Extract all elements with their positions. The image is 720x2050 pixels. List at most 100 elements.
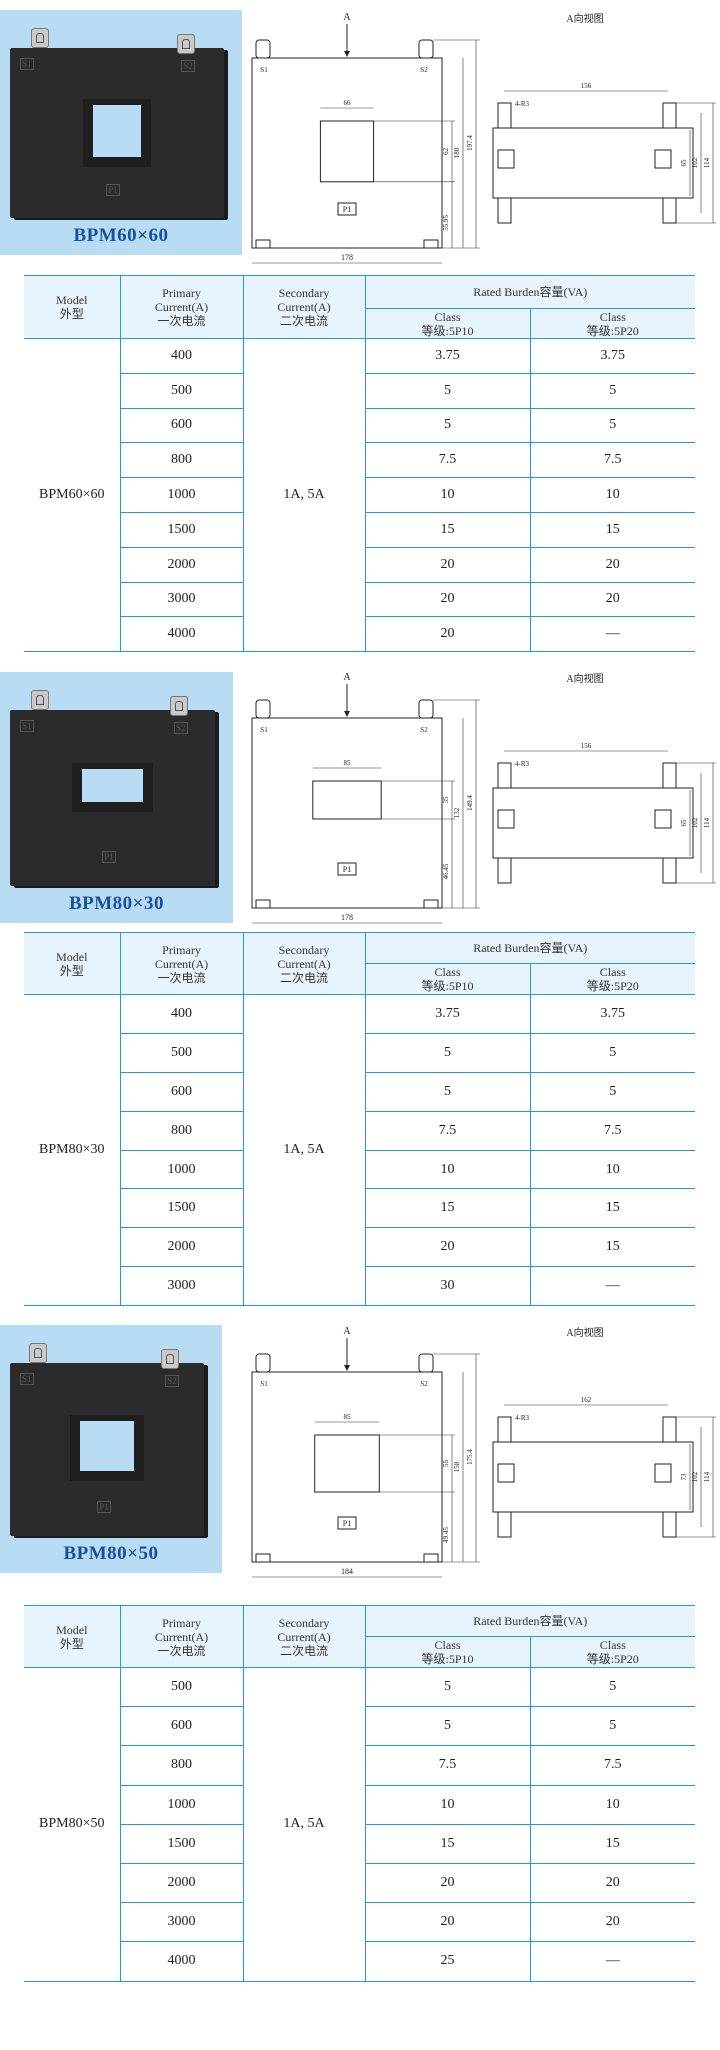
- terminal-icon: [418, 699, 434, 719]
- primary-current-cell: 1500: [120, 1188, 244, 1229]
- burden-5p20-cell: 10: [529, 1149, 696, 1190]
- burden-5p10-cell: 30: [364, 1266, 531, 1307]
- side-width-label: 156: [581, 742, 592, 750]
- foot-icon: [423, 899, 439, 909]
- burden-5p10-cell: 15: [364, 511, 531, 548]
- terminal-icon: [255, 39, 271, 59]
- header-class-5p20-text: 等级:5P20: [586, 323, 639, 338]
- burden-5p10-cell: 20: [364, 581, 531, 618]
- header-model-text: 外型: [59, 963, 84, 978]
- inner-height-label: 132: [453, 807, 461, 818]
- p1-box: [337, 202, 357, 216]
- header-class-5p20-text: 等级:5P20: [586, 979, 639, 993]
- model-cell: BPM60×60: [24, 337, 121, 653]
- burden-5p20-cell: 7.5: [529, 1745, 696, 1786]
- window-outline: [312, 780, 382, 820]
- arrow-head-icon: [344, 51, 350, 57]
- header-secondary-current-text: Current(A): [277, 300, 331, 314]
- s1-mark: S1: [20, 720, 34, 732]
- header-secondary-current-text: Current(A): [277, 956, 331, 971]
- header-secondary-current-text: 二次电流: [279, 1643, 328, 1658]
- mounting-lug: [662, 762, 677, 789]
- secondary-current-cell: 1A, 5A: [242, 337, 366, 653]
- primary-current-cell: 400: [119, 338, 244, 374]
- terminal-icon: [30, 690, 49, 710]
- primary-current-cell: 2000: [120, 546, 244, 583]
- s2-mark: S2: [420, 66, 428, 74]
- side-h1-label: 65: [680, 819, 688, 827]
- terminal-icon: [418, 39, 434, 59]
- s2-mark: S2: [174, 722, 188, 734]
- header-primary-current-text: Primary: [162, 942, 201, 957]
- header-secondary-current-text: Current(A): [277, 1629, 331, 1644]
- window-width-label: 85: [344, 759, 352, 767]
- side-view-label: A向视图: [566, 672, 603, 685]
- header-secondary-current-text: Secondary: [278, 942, 330, 957]
- burden-5p20-cell: 15: [529, 1227, 696, 1268]
- burden-5p20-cell: 5: [529, 407, 696, 444]
- mounting-lug: [662, 857, 677, 884]
- window-height-label: 55: [442, 1460, 450, 1468]
- side-h3-label: 114: [703, 817, 711, 828]
- secondary-current-cell: 1A, 5A: [242, 993, 366, 1307]
- mounting-lug: [497, 857, 512, 884]
- width-label: 178: [341, 913, 353, 922]
- front-view-body: [251, 1371, 443, 1563]
- header-model-text: Model: [56, 1622, 88, 1637]
- total-height-label: 197.4: [466, 135, 474, 151]
- primary-current-cell: 2000: [120, 1227, 244, 1268]
- s1-mark: S1: [260, 1380, 268, 1388]
- primary-current-cell: 1000: [120, 1784, 244, 1825]
- terminal-icon: [161, 1349, 180, 1369]
- view-arrow-label: A: [343, 12, 351, 23]
- burden-5p20-cell: 20: [529, 1862, 696, 1904]
- header-primary-current-text: Primary: [162, 286, 201, 300]
- terminal-icon: [176, 34, 195, 54]
- header-rated-burden: Rated Burden容量(VA): [364, 1605, 696, 1637]
- secondary-current-cell: 1A, 5A: [242, 1667, 366, 1982]
- model-cell: BPM80×50: [24, 1667, 121, 1982]
- header-class-5p10-text: 等级:5P10: [421, 1652, 474, 1666]
- burden-5p20-cell: 15: [529, 511, 696, 548]
- side-width-label: 156: [581, 82, 592, 90]
- window-width-label: 66: [344, 99, 352, 107]
- primary-current-cell: 800: [120, 1110, 244, 1151]
- arrow-head-icon: [344, 1365, 350, 1371]
- burden-5p20-cell: 7.5: [529, 442, 696, 479]
- mounting-lug: [662, 197, 677, 224]
- window-height-label: 62: [442, 147, 450, 155]
- mounting-lug: [497, 197, 512, 224]
- burden-5p10-cell: 5: [364, 1666, 531, 1708]
- model-title: BPM80×30: [68, 893, 165, 914]
- model-cell: BPM80×30: [24, 993, 121, 1307]
- burden-5p20-cell: 5: [529, 372, 696, 409]
- header-class-5p10-text: Class: [434, 1638, 461, 1652]
- header-class-5p10-text: 等级:5P10: [421, 323, 474, 338]
- primary-current-cell: 1500: [120, 1823, 244, 1864]
- primary-current-cell: 600: [120, 1071, 244, 1112]
- bottom-offset-label: 55.95: [442, 215, 450, 231]
- foot-icon: [423, 1553, 439, 1563]
- foot-icon: [423, 239, 439, 249]
- hole-label: 4-R3: [515, 100, 530, 108]
- primary-current-cell: 2000: [120, 1862, 244, 1904]
- burden-5p20-cell: 20: [529, 1902, 696, 1943]
- front-view-body: [251, 57, 443, 249]
- total-height-label: 149.4: [466, 795, 474, 811]
- mounting-lug: [497, 1511, 512, 1538]
- header-secondary-current-text: Secondary: [278, 1615, 330, 1630]
